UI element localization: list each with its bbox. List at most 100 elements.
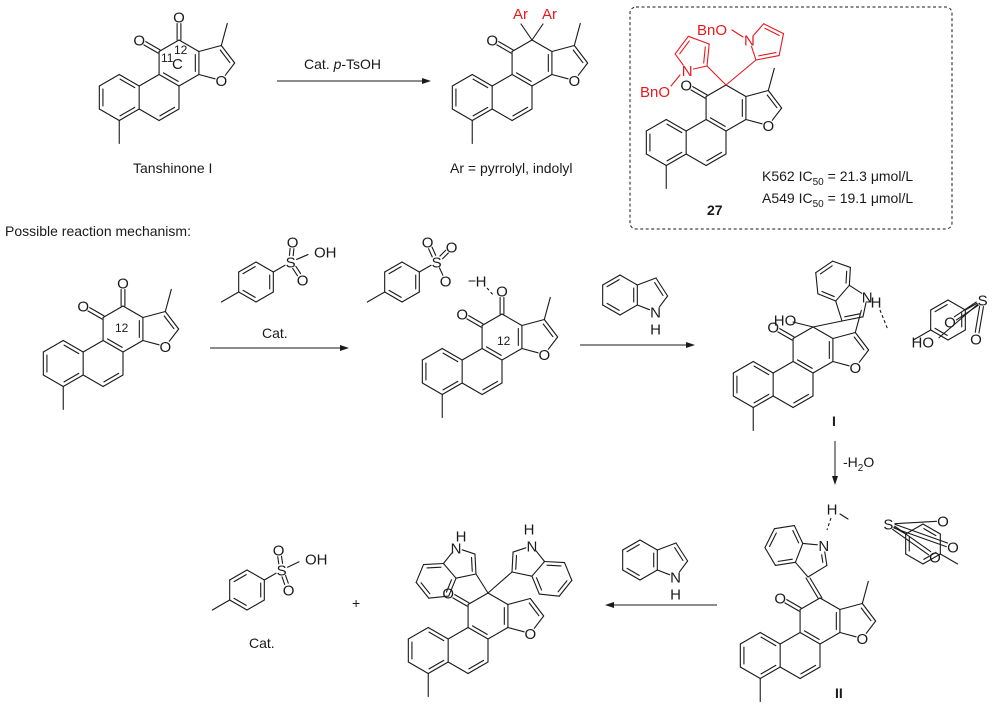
- intermediate-i-double-bond: [779, 328, 795, 338]
- protonated-tanshinone-bond: [461, 382, 483, 396]
- indole-nitrogen: N: [451, 540, 462, 557]
- indolyl-left-double-bond: [420, 582, 431, 595]
- tsoh-hbond-double-bond: [388, 266, 402, 275]
- diaryl-product-bond: [511, 39, 533, 53]
- tsoh-catalyst-bond: [255, 291, 274, 303]
- exocyclic-double-bond: [805, 577, 819, 599]
- final-product-bond: [487, 626, 509, 640]
- tanshinone-i-bond: [98, 108, 120, 122]
- intermediate-ii-bond: [799, 597, 821, 611]
- indolenine-nitrogen: N: [818, 538, 829, 555]
- tanshinone-i-bond: [138, 73, 160, 87]
- diaryl-product-double-bond: [472, 78, 489, 89]
- mech-tanshinone-double-bond: [89, 307, 105, 317]
- dehydration-arrowhead: [832, 476, 838, 485]
- intermediate-ii-bond: [839, 602, 863, 611]
- regenerated-catalyst-label: Cat.: [249, 635, 275, 651]
- tsoh-ii-bond: [894, 520, 938, 525]
- compound-27-bond: [767, 89, 783, 109]
- protonated-tanshinone-bond: [481, 313, 503, 327]
- intermediate-i-double-bond: [793, 393, 810, 404]
- tanshinone-i-double-bond: [219, 49, 231, 64]
- pyrrole-nitrogen-left: N: [682, 63, 693, 80]
- compound-27-bond: [725, 118, 747, 132]
- tanshinone-i-double-bond: [145, 41, 161, 51]
- mech-tanshinone-bond: [102, 339, 124, 353]
- tanshinone-i-double-bond: [119, 78, 136, 89]
- diaryl-product-bond: [451, 108, 473, 122]
- pyrrole-left-bond: [674, 53, 684, 66]
- n-hydrogen: H: [871, 295, 882, 312]
- top-arrowhead: [422, 78, 431, 84]
- activity-a549: A549 IC50 = 19.1 μmol/L: [762, 190, 913, 210]
- indolenine-ii-bond: [764, 528, 775, 549]
- indole-reagent-2-double-bond: [674, 546, 684, 562]
- protonated-tanshinone-bond: [441, 382, 463, 396]
- tsoh-i-double-bond: [974, 305, 981, 333]
- position-11-label: 11: [161, 51, 174, 65]
- tanshinone-i-bond: [158, 108, 180, 122]
- bonds-layer: [42, 22, 984, 703]
- sulfur: S: [432, 255, 442, 272]
- mech-tanshinone-bond: [42, 339, 64, 353]
- compound-27-bond: [771, 107, 783, 121]
- intermediate-ii-double-bond: [860, 607, 872, 622]
- bno-label-2: BnO: [640, 84, 670, 101]
- compound-27-bond: [745, 89, 769, 98]
- mech-tanshinone-bond: [82, 374, 104, 388]
- intermediate-i-bond: [858, 349, 870, 363]
- intermediate-ii-bond: [739, 631, 761, 645]
- intermediate-1-label: I: [832, 413, 836, 429]
- final-product-bond: [507, 626, 525, 633]
- intermediate-i-bond: [854, 309, 862, 334]
- protonated-tanshinone-bond: [421, 347, 443, 361]
- mech-tanshinone-bond: [122, 339, 144, 353]
- indole-reagent-2-bond: [622, 539, 641, 551]
- indolyl-i-bond: [815, 272, 819, 295]
- mech-tanshinone-bond: [82, 339, 104, 353]
- mech-tanshinone-bond: [142, 339, 160, 346]
- tsoh-catalyst-bond: [255, 261, 274, 273]
- tsoh-hbond-bond: [438, 267, 444, 276]
- intermediate-i-double-bond: [753, 365, 770, 376]
- compound-27-bond: [685, 118, 707, 132]
- pyrrole-link-left: [706, 65, 727, 86]
- bno-label-1: BnO: [697, 22, 727, 39]
- pyrrole-left-bond: [674, 35, 689, 55]
- compound-27-bond: [645, 153, 667, 167]
- tsoh-hbond-bond: [418, 264, 432, 273]
- indolyl-left-bond: [442, 562, 457, 579]
- final-product-bond: [467, 661, 489, 675]
- diaryl-product-bond: [491, 108, 513, 122]
- diaryl-product-bond: [491, 73, 513, 87]
- n-o-bond-left: [670, 74, 681, 87]
- step4-arrowhead: [605, 602, 614, 608]
- pyrrole-right-bond: [763, 23, 785, 35]
- tsoh-ii-double-bond: [894, 525, 932, 553]
- tsoh-i-double-bond: [953, 301, 977, 318]
- indole-hydrogen: H: [650, 322, 661, 339]
- c11-carbonyl-oxygen: O: [133, 33, 145, 50]
- tsoh-i-bond: [930, 299, 949, 311]
- hydrogen-bond-ii: [826, 517, 832, 531]
- indole-nitrogen: N: [650, 305, 661, 322]
- indole-reagent-1-bond: [658, 295, 669, 308]
- tsoh-hbond-double-bond: [431, 246, 437, 256]
- pyrrole-left-double-bond: [679, 40, 690, 55]
- intermediate-i-double-bond: [853, 336, 865, 351]
- tsoh-ii-double-bond: [923, 551, 937, 560]
- step1-catalyst-label: Cat.: [262, 325, 288, 341]
- sulfur: S: [883, 517, 893, 534]
- compound-27-double-bond: [692, 86, 708, 96]
- mech-tanshinone-bond: [42, 374, 64, 388]
- furan-oxygen: O: [159, 339, 171, 356]
- intermediate-ii-bond: [779, 631, 801, 645]
- indole-reagent-2-bond: [639, 539, 658, 551]
- indolyl-right-double-bond: [557, 580, 568, 593]
- pyrrole-left-double-bond: [703, 46, 706, 64]
- indolenine-ii-bond: [774, 561, 796, 567]
- intermediate-i-bond: [812, 360, 834, 374]
- tsoh-ii-double-bond: [894, 523, 949, 544]
- indolyl-right-bond: [512, 547, 527, 553]
